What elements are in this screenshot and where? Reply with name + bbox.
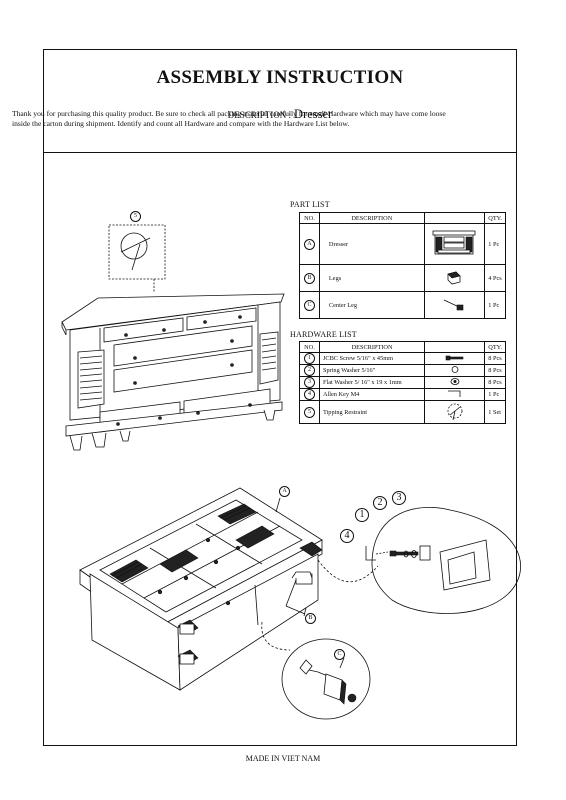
intro-paragraph: Thank you for purchasing this quality pr… bbox=[12, 109, 446, 128]
part-qty: 4 Pcs bbox=[484, 264, 506, 292]
col-description: DESCRIPTION bbox=[318, 212, 425, 224]
callout-c: C bbox=[334, 649, 345, 660]
footer-made-in: MADE IN VIET NAM bbox=[245, 754, 321, 763]
hardware-description: Flat Washer 5/ 16" x 19 x 1mm bbox=[318, 376, 426, 389]
callout-3: 3 bbox=[392, 491, 406, 505]
spring-washer-icon bbox=[424, 364, 486, 377]
col-no: NO. bbox=[299, 341, 320, 353]
part-no: A bbox=[303, 238, 315, 250]
table-row: B Legs 4 Pcs bbox=[299, 264, 506, 292]
callout-b: B bbox=[305, 613, 316, 624]
hardware-no: 1 bbox=[303, 353, 315, 364]
allen-key-icon bbox=[424, 388, 486, 401]
flat-washer-icon bbox=[424, 376, 486, 389]
part-description: Dresser bbox=[318, 223, 425, 265]
col-no: NO. bbox=[299, 212, 320, 224]
part-qty: 1 Pc bbox=[484, 291, 506, 319]
header-section: ASSEMBLY INSTRUCTION DESCRIPTION :Dresse… bbox=[44, 50, 516, 153]
part-list-title: PART LIST bbox=[290, 200, 330, 209]
col-qty: QTY. bbox=[484, 212, 506, 224]
hardware-qty: 8 Pcs bbox=[484, 376, 506, 389]
callout-2: 2 bbox=[373, 496, 387, 510]
hardware-no: 2 bbox=[303, 365, 315, 376]
hardware-qty: 1 Set bbox=[484, 400, 506, 424]
callout-1: 1 bbox=[355, 508, 369, 522]
col-qty: QTY. bbox=[484, 341, 506, 353]
callout-4: 4 bbox=[340, 529, 354, 543]
hardware-list-header-row: NO. DESCRIPTION QTY. bbox=[299, 341, 506, 353]
hardware-no: 5 bbox=[303, 406, 315, 418]
table-row: 3 Flat Washer 5/ 16" x 19 x 1mm 8 Pcs bbox=[299, 376, 506, 389]
center-leg-icon bbox=[423, 291, 486, 319]
hardware-list-table: NO. DESCRIPTION QTY. 1 JCBC Screw 5/16" … bbox=[299, 341, 506, 424]
hardware-description: Spring Washer 5/16" bbox=[318, 364, 426, 377]
hardware-description: JCBC Screw 5/16" x 45mm bbox=[318, 352, 426, 365]
page-title: ASSEMBLY INSTRUCTION bbox=[156, 67, 404, 88]
hardware-qty: 8 Pcs bbox=[484, 364, 506, 377]
hardware-qty: 1 Pc bbox=[484, 388, 506, 401]
hardware-list-title: HARDWARE LIST bbox=[290, 330, 357, 339]
part-qty: 1 Pc bbox=[484, 223, 506, 265]
table-row: A Dresser 1 Pc bbox=[299, 223, 506, 265]
part-list-table: NO. DESCRIPTION QTY. A Dresser 1 Pc B Le… bbox=[299, 212, 506, 319]
leg-icon bbox=[423, 264, 486, 292]
table-row: 2 Spring Washer 5/16" 8 Pcs bbox=[299, 364, 506, 377]
part-list-header-row: NO. DESCRIPTION QTY. bbox=[299, 212, 506, 224]
detail-callout-5: 5 bbox=[130, 211, 141, 222]
hardware-no: 4 bbox=[303, 389, 315, 400]
table-row: 4 Allen Key M4 1 Pc bbox=[299, 388, 506, 401]
instruction-frame: ASSEMBLY INSTRUCTION DESCRIPTION :Dresse… bbox=[43, 49, 517, 746]
col-description: DESCRIPTION bbox=[318, 341, 426, 353]
part-description: Center Leg bbox=[318, 291, 425, 319]
table-row: C Center Leg 1 Pc bbox=[299, 291, 506, 319]
description-label: DESCRIPTION : bbox=[227, 110, 292, 120]
hardware-description: Tipping Restraint bbox=[318, 400, 426, 424]
part-no: C bbox=[303, 299, 315, 311]
screw-icon bbox=[424, 352, 486, 365]
hardware-no: 3 bbox=[303, 377, 315, 388]
description-value: Dresser bbox=[294, 107, 333, 121]
table-row: 1 JCBC Screw 5/16" x 45mm 8 Pcs bbox=[299, 352, 506, 365]
description-line: DESCRIPTION :Dresser bbox=[44, 107, 516, 122]
table-row: 5 Tipping Restraint 1 Set bbox=[299, 400, 506, 424]
hardware-qty: 8 Pcs bbox=[484, 352, 506, 365]
dresser-icon bbox=[423, 223, 486, 265]
col-image bbox=[424, 341, 486, 353]
hardware-description: Allen Key M4 bbox=[318, 388, 426, 401]
col-image bbox=[423, 212, 486, 224]
part-no: B bbox=[303, 272, 315, 284]
callout-a: A bbox=[279, 486, 290, 497]
tipping-restraint-icon bbox=[424, 400, 486, 424]
part-description: Legs bbox=[318, 264, 425, 292]
